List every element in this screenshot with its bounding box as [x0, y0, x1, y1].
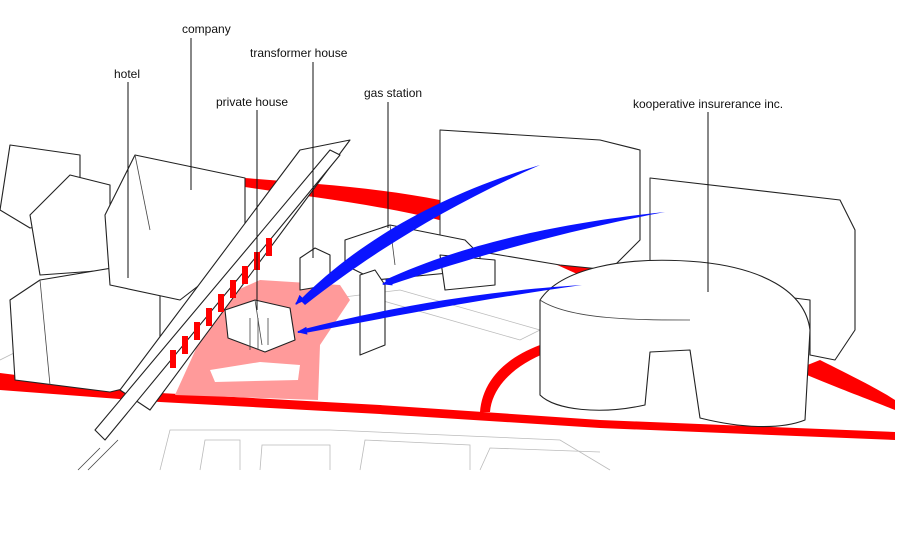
label-private-house: private house [216, 95, 288, 109]
blue-arrow-icon [300, 285, 582, 333]
blue-arrow-icon [295, 294, 306, 305]
arrows [295, 165, 665, 335]
label-company: company [182, 22, 231, 36]
background-buildings [439, 129, 856, 361]
label-hotel: hotel [114, 67, 140, 81]
blue-arrow-icon [382, 277, 393, 286]
labels: company hotel transformer house private … [114, 22, 783, 111]
left-blocks [0, 144, 161, 393]
leader-lines [127, 38, 709, 310]
label-kooperative: kooperative insurerance inc. [633, 97, 783, 111]
lower-road [0, 373, 895, 440]
label-gas-station: gas station [364, 86, 422, 100]
curve-road [480, 345, 548, 412]
blue-arrow-icon [297, 326, 308, 335]
kooperative-building [539, 259, 811, 428]
private-house [224, 299, 296, 353]
label-transformer-house: transformer house [250, 46, 348, 60]
east-road [795, 360, 895, 410]
